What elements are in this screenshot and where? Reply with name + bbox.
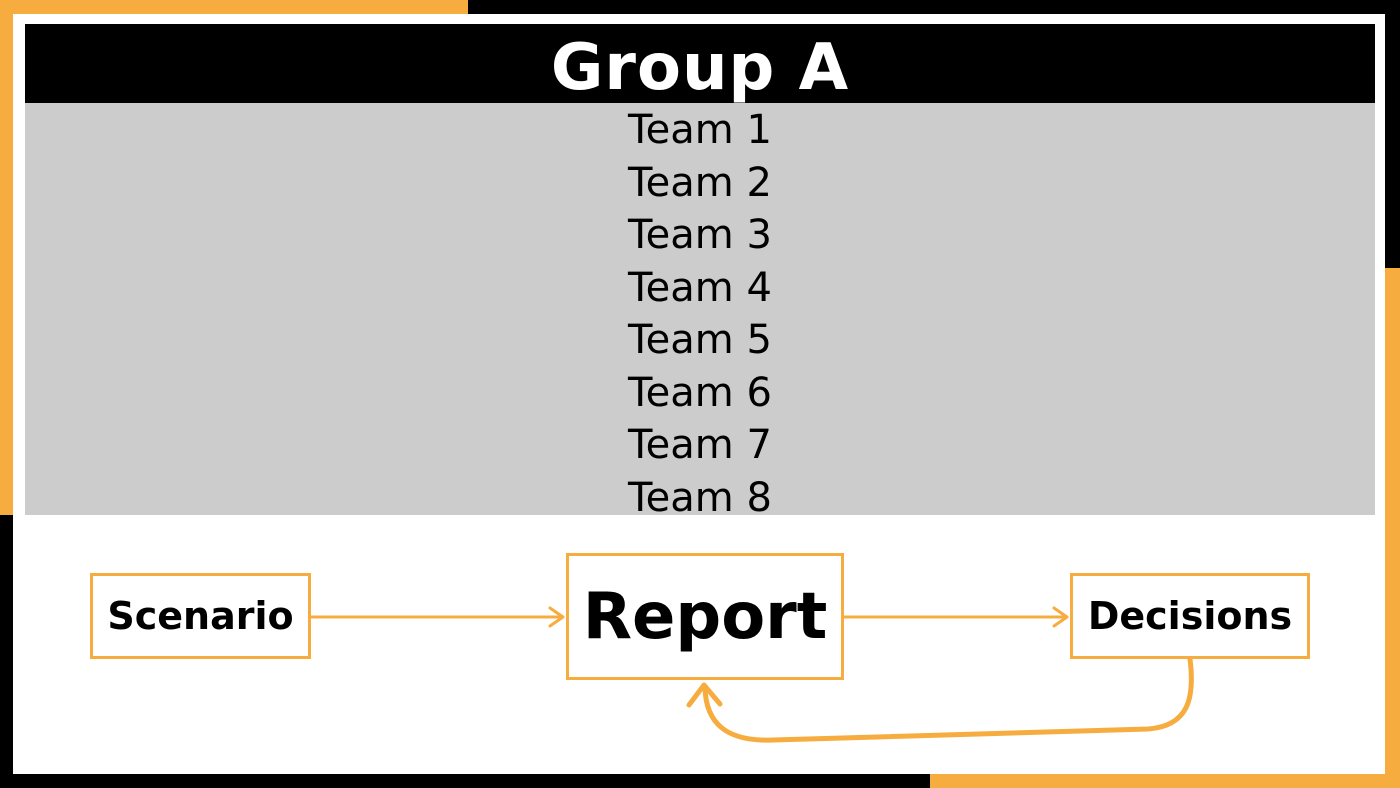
teams-list: Team 1 Team 2 Team 3 Team 4 Team 5 Team … xyxy=(25,103,1375,521)
slide: Group A Team 1 Team 2 Team 3 Team 4 Team… xyxy=(13,14,1385,774)
frame-accent-top-left xyxy=(0,0,468,14)
decisions-box: Decisions xyxy=(1070,573,1310,659)
report-label: Report xyxy=(582,579,828,654)
team-item: Team 3 xyxy=(628,212,772,258)
team-item: Team 6 xyxy=(628,369,772,416)
frame-accent-right xyxy=(1385,268,1400,788)
arrow-decisions-to-report xyxy=(702,656,1194,743)
arrowhead-decisions-to-report xyxy=(686,682,723,708)
arrowhead-report-to-decisions xyxy=(1052,606,1069,628)
team-item: Team 8 xyxy=(628,474,772,521)
frame-accent-bottom-right xyxy=(930,774,1400,788)
scenario-box: Scenario xyxy=(90,573,311,659)
scenario-label: Scenario xyxy=(107,594,294,638)
team-item: Team 4 xyxy=(628,264,772,311)
report-box: Report xyxy=(566,553,844,680)
team-item: Team 2 xyxy=(628,159,772,206)
decisions-label: Decisions xyxy=(1087,594,1293,638)
flow-arrows xyxy=(309,606,1194,743)
team-item: Team 5 xyxy=(628,317,772,363)
arrowhead-scenario-to-report xyxy=(548,606,565,628)
title-bar: Group A xyxy=(25,24,1375,112)
group-title: Group A xyxy=(550,31,850,105)
team-item: Team 7 xyxy=(628,422,772,468)
frame-accent-left xyxy=(0,0,13,515)
team-item: Team 1 xyxy=(628,107,772,153)
